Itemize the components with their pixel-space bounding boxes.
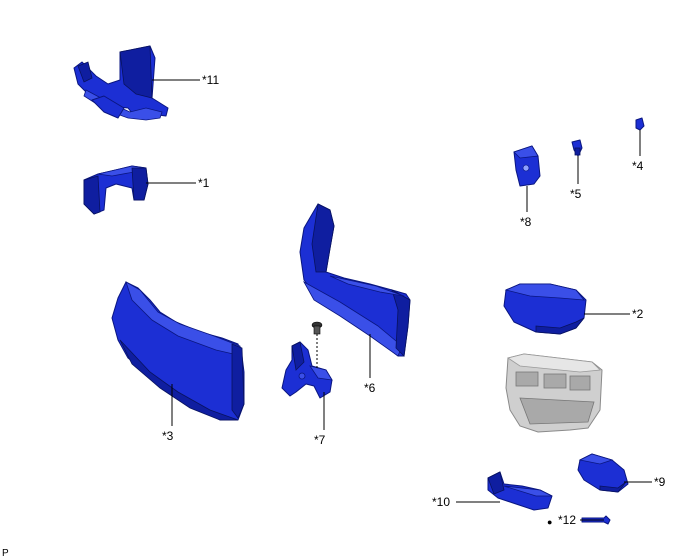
callout-6: *6 [364,381,376,395]
callout-12: *12 [558,513,576,527]
part-4-illustration [635,117,645,131]
part-11-illustration [73,45,169,121]
console-box-illustration [505,353,603,433]
callout-9: *9 [654,475,666,489]
callout-labels: *11 *1 *3 *6 *7 *8 *5 *4 *2 *9 *10 ● *12 [162,73,666,527]
bolt-icon [311,321,323,368]
callout-8: *8 [520,215,532,229]
part-3-illustration [111,281,245,421]
part-6-illustration [299,203,411,357]
bullet-marker: ● [547,517,552,527]
part-5-illustration [571,139,583,157]
callout-1: *1 [198,176,210,190]
leader-lines [146,79,652,521]
callout-10: *10 [432,495,450,509]
callout-11: *11 [202,73,219,87]
part-8-illustration [513,145,541,187]
callout-5: *5 [570,187,582,201]
callout-4: *4 [632,159,644,173]
part-10-illustration [487,471,553,511]
part-7-illustration [281,341,333,399]
callout-7: *7 [314,433,326,447]
footer-code: P [2,548,9,559]
callout-3: *3 [162,429,174,443]
callout-2: *2 [632,307,644,321]
part-2-illustration [503,283,587,335]
part-1-illustration [83,165,149,215]
part-9-illustration [577,453,629,493]
